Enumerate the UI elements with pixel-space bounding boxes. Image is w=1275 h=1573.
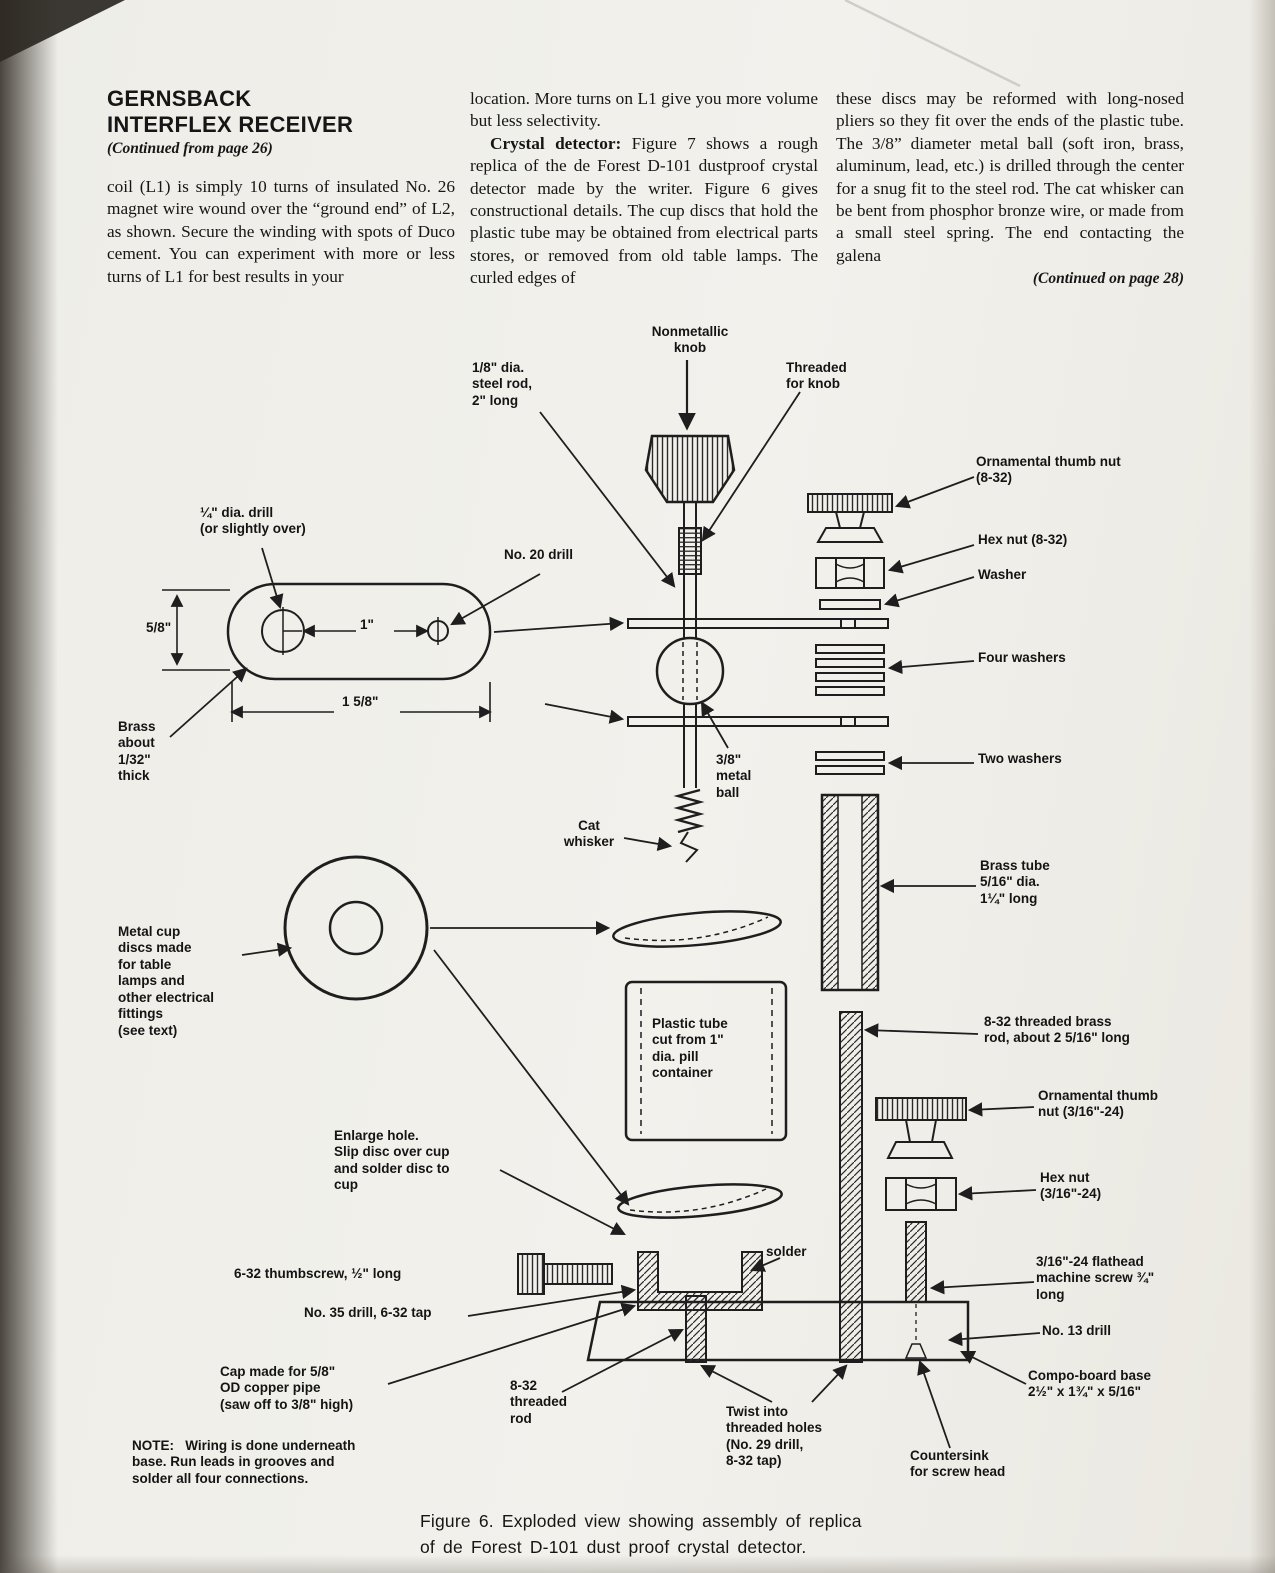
paragraph-lead: Crystal detector:	[490, 133, 622, 153]
label-threaded-rod-832: 8-32 threaded rod	[510, 1378, 568, 1426]
cat-whisker-shape	[673, 788, 705, 863]
cup-disc-top-shape	[612, 910, 782, 948]
metal-ball-shape	[655, 636, 725, 706]
label-hex-nut-316: Hex nut (3/16"-24)	[1040, 1170, 1102, 1202]
thumbscrew-shape	[517, 1253, 613, 1295]
label-twist-into-holes: Twist into threaded holes (No. 29 drill,…	[726, 1404, 823, 1469]
figure-caption: Figure 6. Exploded view showing assembly…	[420, 1511, 862, 1558]
label-ornamental-thumb-nut-832: Ornamental thumb nut (8-32)	[976, 454, 1121, 486]
label-two-washers: Two washers	[978, 751, 1062, 766]
label-threaded-brass-rod: 8-32 threaded brass rod, about 2 5/16" l…	[984, 1014, 1130, 1046]
article-column-3: these discs may be reformed with long-no…	[836, 88, 1184, 289]
label-threaded-for-knob: Threaded for knob	[786, 360, 847, 392]
label-nonmetallic-knob: Nonmetallic knob	[651, 324, 729, 356]
label-enlarge-hole: Enlarge hole. Slip disc over cup and sol…	[334, 1128, 450, 1193]
label-steel-rod: 1/8" dia. steel rod, 2" long	[472, 360, 533, 408]
dimension-lines	[162, 589, 492, 722]
label-metal-cup-discs: Metal cup discs made for table lamps and…	[118, 924, 215, 1038]
paragraph: Crystal detector: Figure 7 shows a rough…	[470, 133, 818, 288]
label-washer: Washer	[978, 567, 1027, 582]
label-thumbscrew-632: 6-32 thumbscrew, ½" long	[234, 1266, 402, 1281]
paragraph: these discs may be reformed with long-no…	[836, 89, 1184, 265]
label-quarter-drill: ¼" dia. drill (or slightly over)	[200, 505, 306, 537]
label-no-20-drill: No. 20 drill	[504, 547, 574, 562]
label-cat-whisker: Cat whisker	[563, 818, 615, 850]
label-cap-copper-pipe: Cap made for 5/8" OD copper pipe (saw of…	[220, 1364, 354, 1412]
label-four-washers: Four washers	[978, 650, 1066, 665]
brass-plate-shape	[226, 582, 492, 681]
callout-arrows	[169, 360, 1041, 1449]
thumb-nut-316-shape	[875, 1097, 967, 1159]
paragraph: coil (L1) is simply 10 turns of insulate…	[107, 177, 455, 286]
label-note: NOTE: Wiring is done underneath base. Ru…	[132, 1438, 356, 1486]
article-title: GERNSBACK INTERFLEX RECEIVER	[107, 86, 354, 137]
threaded-rod-shape	[839, 1011, 863, 1363]
cup-disc-bottom-shape	[617, 1183, 783, 1219]
label-no-35-drill: No. 35 drill, 6-32 tap	[304, 1305, 432, 1320]
brass-tube-shape	[820, 793, 880, 992]
threaded-stub-shape	[685, 1295, 707, 1363]
paragraph: location. More turns on L1 give you more…	[470, 89, 818, 131]
cup-shape	[637, 1251, 763, 1311]
article-column-2: location. More turns on L1 give you more…	[470, 88, 818, 290]
hex-nut-832-shape	[815, 557, 885, 589]
label-ornamental-thumb-nut-316: Ornamental thumb nut (3/16"-24)	[1038, 1088, 1159, 1120]
cup-disc-donut-shape	[283, 855, 429, 1001]
label-dim-1: 1"	[360, 617, 374, 632]
diagram-shapes	[162, 434, 970, 1363]
label-plastic-tube: Plastic tube cut from 1" dia. pill conta…	[652, 1016, 728, 1081]
label-countersink: Countersink for screw head	[910, 1448, 1006, 1480]
label-brass-tube: Brass tube 5/16" dia. 1¼" long	[980, 858, 1050, 906]
label-solder: solder	[766, 1244, 807, 1259]
label-no-13-drill: No. 13 drill	[1042, 1323, 1112, 1338]
article-column-1: coil (L1) is simply 10 turns of insulate…	[107, 176, 455, 288]
label-metal-ball: 3/8" metal ball	[716, 752, 752, 800]
two-washers-shape	[815, 751, 885, 775]
brass-strips-shape	[627, 618, 889, 727]
paper-crease	[844, 0, 1021, 88]
flathead-screw-shape	[905, 1221, 927, 1303]
label-dim-1-5-8: 1 5/8"	[342, 694, 379, 709]
washer-shape	[819, 599, 881, 610]
continued-from: (Continued from page 26)	[107, 140, 273, 157]
label-hex-nut-832: Hex nut (8-32)	[978, 532, 1068, 547]
label-brass-thickness: Brass about 1/32" thick	[118, 719, 156, 784]
label-dim-5-8: 5/8"	[146, 620, 172, 635]
knob-shape	[644, 434, 736, 504]
plastic-tube-shape	[624, 980, 788, 1142]
continued-on: (Continued on page 28)	[1032, 270, 1184, 288]
hex-nut-316-shape	[885, 1177, 957, 1211]
label-compo-board-base: Compo-board base 2½" x 1¾" x 5/16"	[1028, 1368, 1152, 1400]
four-washers-shape	[815, 644, 885, 696]
label-flathead-screw: 3/16"-24 flathead machine screw ¾" long	[1036, 1254, 1155, 1302]
thumb-nut-832-shape	[807, 493, 893, 543]
